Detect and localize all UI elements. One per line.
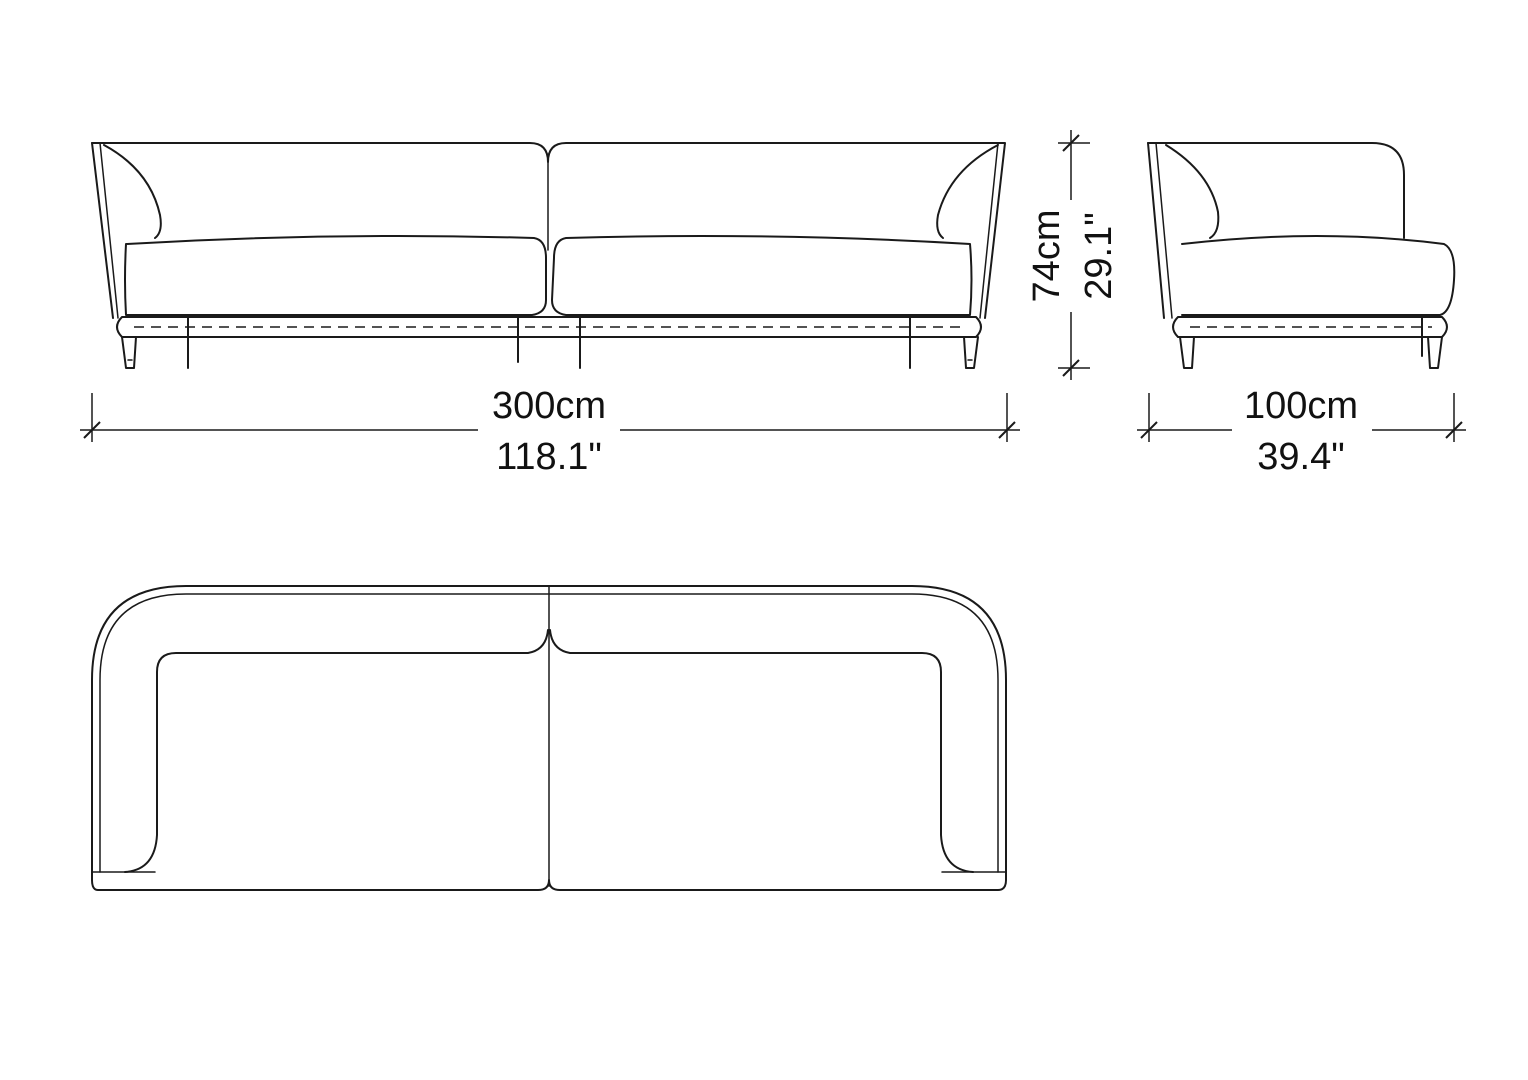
width-imperial-label: 118.1" bbox=[496, 436, 602, 478]
side-arm-curve bbox=[1165, 144, 1220, 239]
front-left-seat-cushion bbox=[124, 235, 547, 316]
height-metric-label: 74cm bbox=[1026, 210, 1068, 303]
height-tick-bottom bbox=[1062, 359, 1080, 377]
top-right-seat bbox=[549, 629, 974, 873]
front-leg-right-outer bbox=[963, 336, 979, 369]
depth-tick-right bbox=[1445, 421, 1463, 439]
height-label-background bbox=[1057, 200, 1085, 312]
depth-dimension: 100cm 39.4" bbox=[1137, 385, 1466, 478]
width-label-background bbox=[478, 414, 620, 446]
side-leg-back bbox=[1427, 336, 1443, 369]
front-base-rail bbox=[116, 316, 982, 338]
side-seat-cushion bbox=[1181, 235, 1456, 316]
side-leg-front bbox=[1179, 336, 1195, 369]
top-view bbox=[91, 585, 1007, 891]
depth-tick-left bbox=[1140, 421, 1158, 439]
height-dimension: 74cm 29.1" bbox=[1026, 130, 1120, 380]
top-left-seat bbox=[124, 629, 549, 873]
front-right-side-inner bbox=[979, 142, 999, 319]
width-dimension: 300cm 118.1" bbox=[80, 385, 1020, 478]
depth-label-background bbox=[1232, 414, 1372, 446]
height-imperial-label: 29.1" bbox=[1078, 212, 1120, 299]
side-back-inner-edge bbox=[1155, 142, 1173, 319]
front-right-arm-curve bbox=[936, 144, 999, 239]
front-left-side bbox=[91, 142, 114, 319]
depth-metric-label: 100cm bbox=[1244, 385, 1358, 427]
front-left-arm-curve bbox=[103, 144, 162, 239]
front-left-side-inner bbox=[99, 142, 119, 319]
front-right-seat-cushion bbox=[551, 235, 973, 316]
width-tick-right bbox=[998, 421, 1016, 439]
side-back-front-edge bbox=[1147, 142, 1165, 319]
side-view bbox=[1147, 142, 1456, 369]
height-tick-top bbox=[1062, 134, 1080, 152]
front-view bbox=[91, 142, 1006, 369]
width-metric-label: 300cm bbox=[492, 385, 606, 427]
front-leg-left-outer bbox=[121, 336, 137, 369]
width-tick-left bbox=[83, 421, 101, 439]
side-back-shell bbox=[1147, 142, 1405, 239]
depth-imperial-label: 39.4" bbox=[1257, 436, 1344, 478]
